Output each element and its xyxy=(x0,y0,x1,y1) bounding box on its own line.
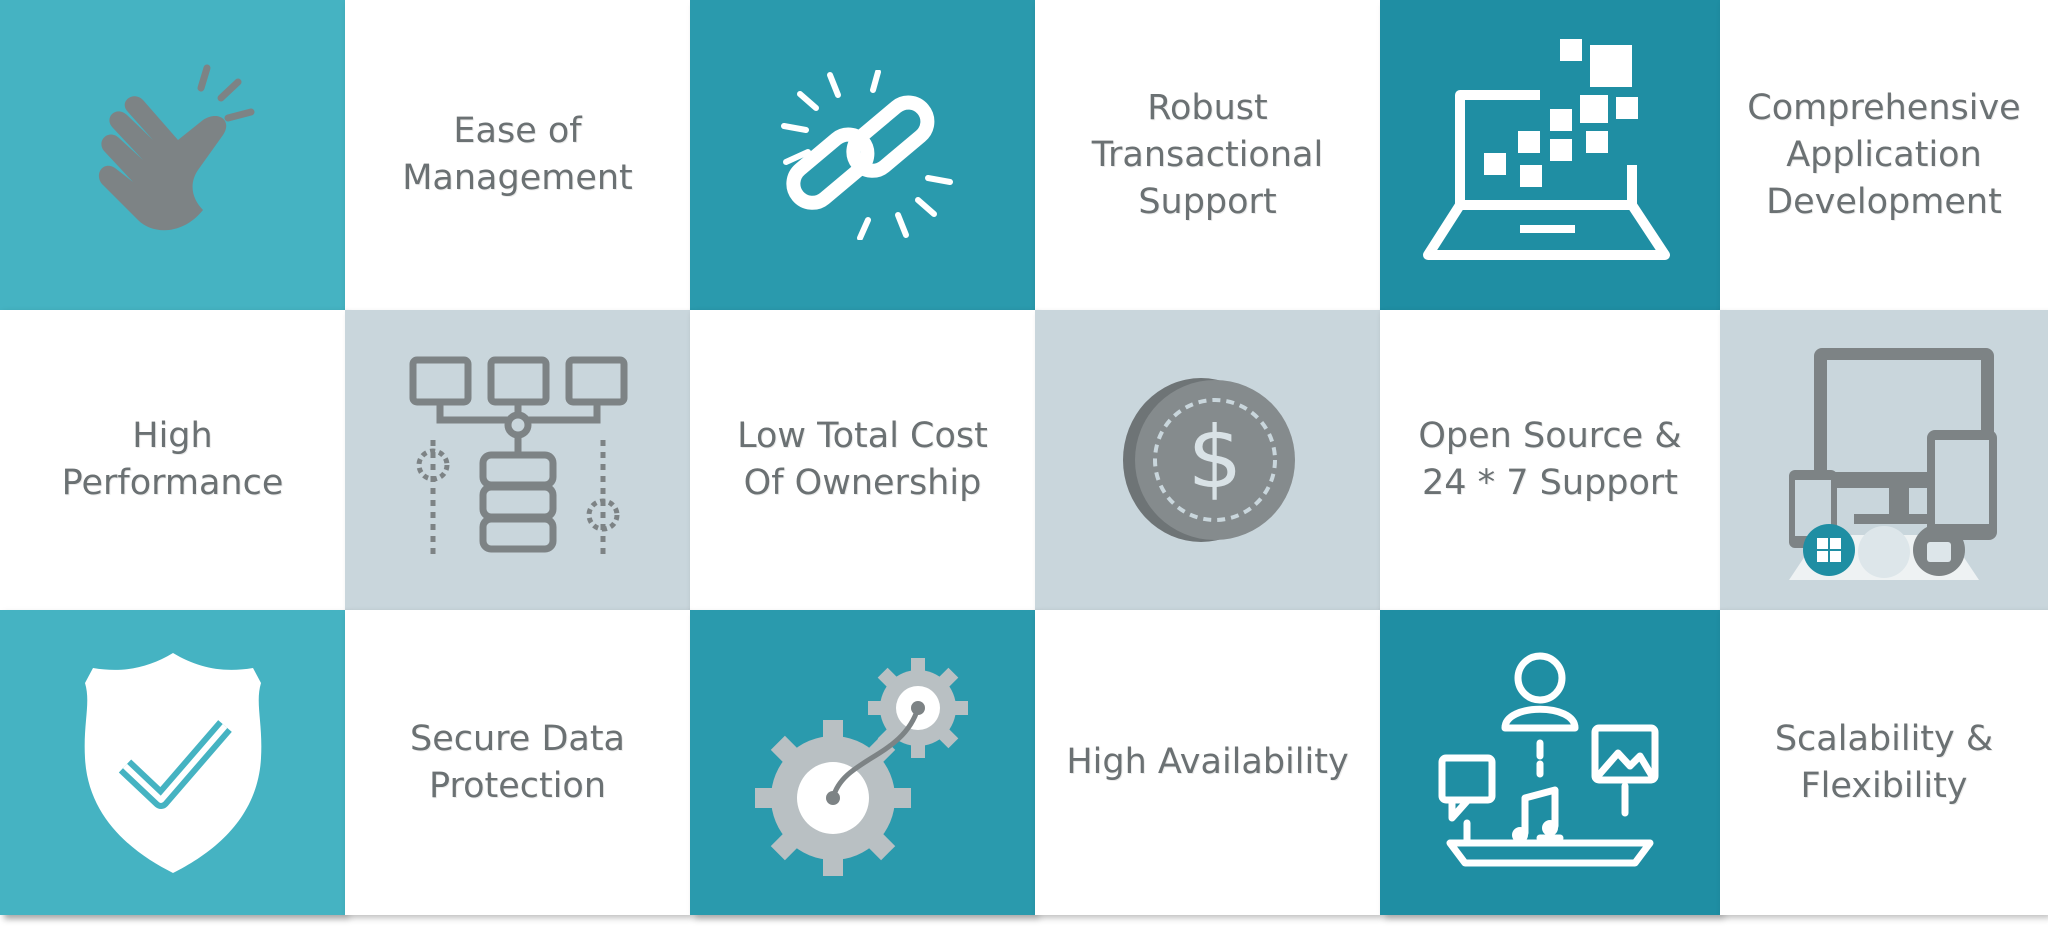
user-network-icon xyxy=(1430,648,1670,878)
multi-device-icon xyxy=(1759,330,2009,590)
shield-check-icon xyxy=(73,648,273,878)
dollar-coin-icon: $ xyxy=(1113,365,1303,555)
high-availability-icon-tile xyxy=(690,610,1035,915)
secure-data-text-tile: Secure Data Protection xyxy=(345,610,690,915)
feature-label: Scalability & Flexibility xyxy=(1774,718,1994,806)
total-cost-text-tile: Low Total Cost Of Ownership xyxy=(690,310,1035,610)
ease-of-management-text-tile: Ease of Management xyxy=(345,0,690,310)
feature-label: Robust Transactional Support xyxy=(1091,87,1324,222)
open-source-icon-tile xyxy=(1720,310,2048,610)
feature-label: Ease of Management xyxy=(402,111,633,198)
feature-label: Low Total Cost Of Ownership xyxy=(737,416,988,503)
feature-label: High Availability xyxy=(1066,742,1349,782)
gears-icon xyxy=(753,648,973,878)
ease-of-management-icon-tile xyxy=(0,0,345,310)
open-source-text-tile: Open Source & 24 * 7 Support xyxy=(1380,310,1720,610)
feature-label: Comprehensive Application Development xyxy=(1747,87,2021,222)
secure-data-icon-tile xyxy=(0,610,345,915)
high-performance-icon-tile xyxy=(345,310,690,610)
laptop-icon xyxy=(1420,35,1680,275)
feature-label: High Performance xyxy=(61,416,284,503)
high-availability-text-tile: High Availability xyxy=(1035,610,1380,915)
transactional-text-tile: Robust Transactional Support xyxy=(1035,0,1380,310)
total-cost-icon-tile: $ xyxy=(1035,310,1380,610)
database-network-icon xyxy=(403,345,633,575)
transactional-icon-tile xyxy=(690,0,1035,310)
app-development-text-tile: Comprehensive Application Development xyxy=(1720,0,2048,310)
svg-text:$: $ xyxy=(1187,408,1242,508)
chain-link-icon xyxy=(768,70,958,240)
feature-label: Secure Data Protection xyxy=(409,718,626,806)
scalability-text-tile: Scalability & Flexibility xyxy=(1720,610,2048,915)
high-performance-text-tile: High Performance xyxy=(0,310,345,610)
feature-label: Open Source & 24 * 7 Support xyxy=(1418,416,1682,503)
app-development-icon-tile xyxy=(1380,0,1720,310)
scalability-icon-tile xyxy=(1380,610,1720,915)
snap-fingers-icon xyxy=(83,60,263,250)
